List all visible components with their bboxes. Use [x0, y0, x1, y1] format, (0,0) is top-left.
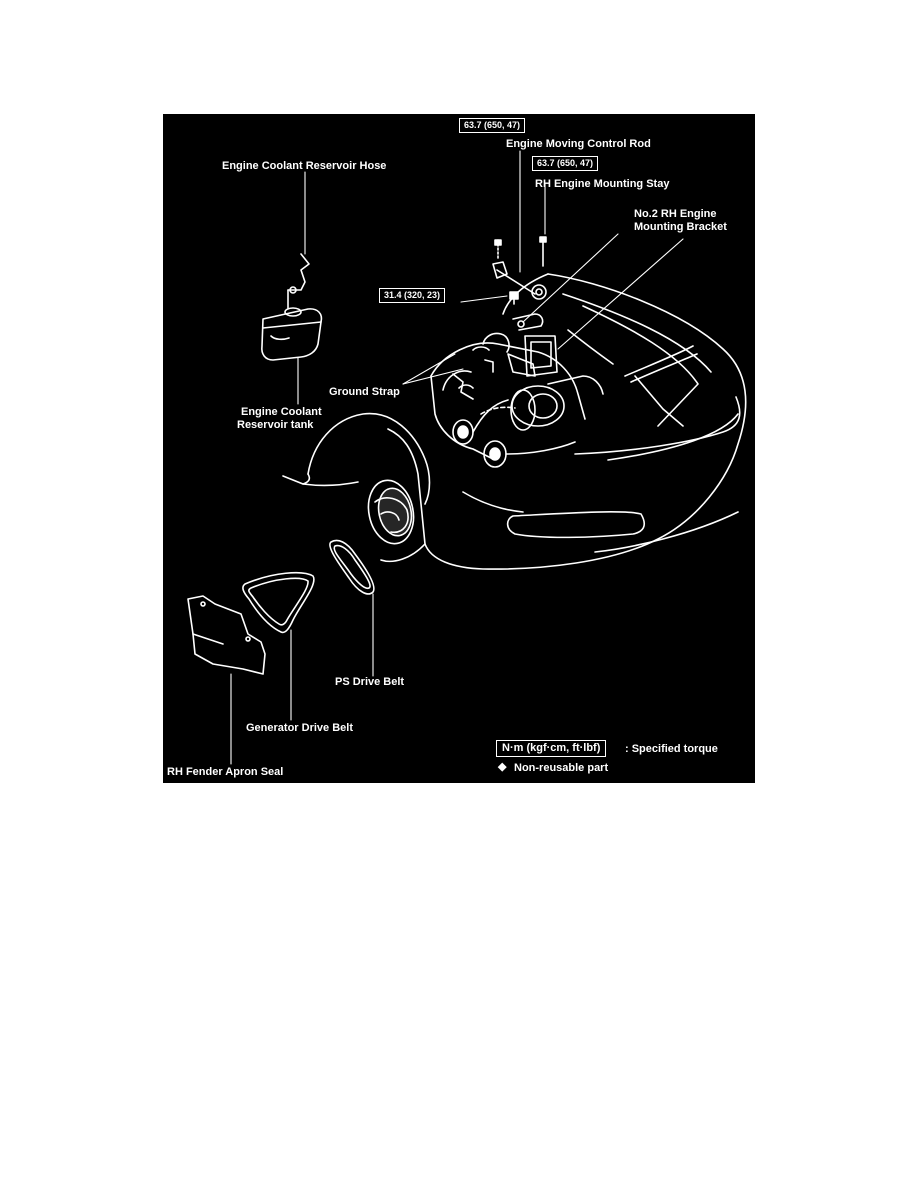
mounting-stay-bolt-icon — [539, 236, 547, 267]
control-rod-bolt-icon — [494, 239, 502, 261]
label-ground-strap: Ground Strap — [329, 386, 400, 398]
diagram-artwork — [187, 150, 747, 765]
ps-drive-belt — [329, 539, 375, 595]
wheel-arch — [282, 412, 431, 563]
label-ps-drive-belt: PS Drive Belt — [335, 676, 405, 688]
label-no2-bracket-line1: No.2 RH Engine — [634, 208, 717, 220]
engine-moving-control-rod — [492, 261, 547, 300]
vehicle-body-outline — [387, 273, 747, 570]
rh-fender-apron-seal — [187, 595, 266, 675]
label-rh-fender-apron-seal: RH Fender Apron Seal — [167, 766, 284, 778]
generator-drive-belt — [242, 571, 315, 634]
torque-callout-ground-strap: 31.4 (320, 23) — [379, 288, 446, 303]
legend-torque-desc: : Specified torque — [625, 743, 718, 755]
rh-engine-mounting-stay — [512, 313, 544, 331]
engine-coolant-reservoir-tank — [261, 307, 323, 361]
no2-rh-engine-mounting-bracket — [524, 335, 558, 377]
exploded-view-diagram: 63.7 (650, 47) 63.7 (650, 47) 31.4 (320,… — [163, 114, 755, 783]
legend-torque-units-box: N·m (kgf·cm, ft·lbf) — [496, 740, 607, 757]
engine-assembly — [430, 332, 604, 468]
label-coolant-reservoir-hose: Engine Coolant Reservoir Hose — [222, 160, 387, 172]
torque-callout-control-rod: 63.7 (650, 47) — [459, 118, 526, 133]
torque-callout-mounting-stay: 63.7 (650, 47) — [532, 156, 599, 171]
engine-coolant-reservoir-hose — [287, 253, 310, 309]
label-coolant-tank-line2: Reservoir tank — [237, 419, 314, 431]
label-generator-drive-belt: Generator Drive Belt — [246, 722, 353, 734]
label-rh-engine-mounting-stay: RH Engine Mounting Stay — [535, 178, 670, 190]
legend-nonreusable-desc: Non-reusable part — [514, 762, 609, 774]
label-no2-bracket-line2: Mounting Bracket — [634, 221, 727, 233]
leader-lines — [230, 150, 684, 765]
non-reusable-diamond-icon: ◆ — [498, 761, 507, 773]
label-coolant-tank-line1: Engine Coolant — [241, 406, 322, 418]
ground-strap-bolt-icon — [509, 291, 519, 305]
brake-disc — [367, 479, 415, 545]
label-engine-moving-control-rod: Engine Moving Control Rod — [506, 138, 651, 150]
